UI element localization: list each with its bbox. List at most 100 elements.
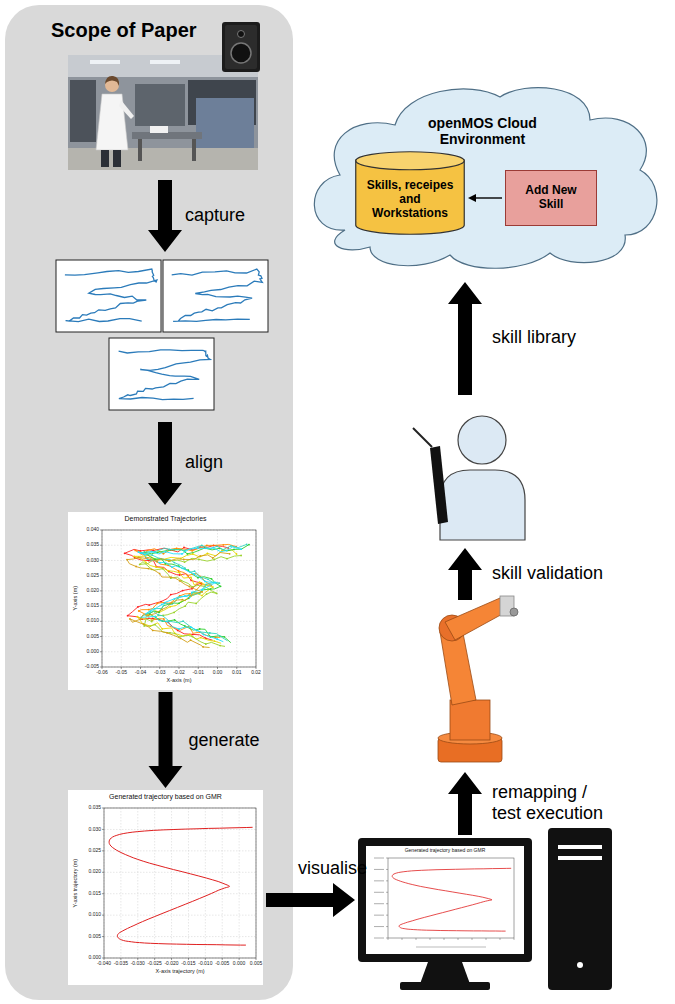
computer-tower bbox=[400, 982, 490, 990]
tick-label: 0.01 bbox=[232, 670, 242, 676]
trajectory-point bbox=[199, 555, 201, 557]
step-label: align bbox=[185, 452, 223, 473]
tick-label: 0.015 bbox=[86, 603, 99, 609]
trajectory-point bbox=[192, 636, 194, 638]
monitor-screen: Generated trajectory based on GMR bbox=[358, 838, 532, 962]
grid-line bbox=[171, 808, 172, 958]
axes-frame bbox=[388, 858, 514, 938]
trajectory-point bbox=[181, 553, 183, 555]
robot-arm bbox=[438, 596, 518, 762]
tick-label: 0.015 bbox=[88, 891, 101, 897]
trajectory-point bbox=[216, 545, 218, 547]
trajectory-point bbox=[184, 625, 186, 627]
grid-line bbox=[188, 808, 189, 958]
sensor-icon bbox=[222, 22, 260, 72]
grid-line bbox=[102, 636, 256, 637]
trajectory-point bbox=[182, 599, 184, 601]
trajectory-point bbox=[213, 547, 215, 549]
trajectory-thumbnail bbox=[56, 260, 161, 332]
tick-mark bbox=[386, 880, 388, 881]
trajectory-point bbox=[137, 616, 139, 618]
node-text: Skills, receipes and Workstations bbox=[365, 179, 455, 220]
block-arrow bbox=[448, 282, 482, 395]
trajectory-point bbox=[220, 585, 222, 587]
tick-mark bbox=[100, 636, 102, 637]
trajectory-point bbox=[206, 545, 208, 547]
tick-mark bbox=[100, 606, 102, 607]
tick-label: 0.000 bbox=[88, 955, 101, 961]
trajectory-point bbox=[138, 557, 140, 559]
trajectory-point bbox=[159, 562, 161, 564]
tick-label: 0.00 bbox=[213, 670, 223, 676]
tick-label: 0.020 bbox=[86, 588, 99, 594]
trajectory-point bbox=[127, 615, 129, 617]
tick-mark bbox=[102, 936, 104, 937]
tick-mark bbox=[374, 903, 384, 904]
trajectory-point bbox=[201, 545, 203, 547]
tick-label: 0.035 bbox=[88, 805, 101, 811]
trajectory-point bbox=[182, 590, 184, 592]
lab-photo bbox=[90, 60, 120, 64]
tick-label: -0.01 bbox=[193, 670, 204, 676]
trajectory-point bbox=[164, 563, 166, 565]
trajectory-thumbnail bbox=[163, 260, 268, 332]
trajectory-point bbox=[190, 626, 192, 628]
tick-label: 0.035 bbox=[86, 542, 99, 548]
edge-label: generate bbox=[189, 730, 260, 751]
database-cylinder: Skills, receipes and Workstations bbox=[355, 151, 465, 235]
step-label: remapping / test execution bbox=[492, 782, 617, 823]
axis-label: X-axis (m) bbox=[166, 677, 191, 683]
trajectory-point bbox=[230, 545, 232, 547]
trajectory-point bbox=[158, 614, 160, 616]
trajectory-point bbox=[159, 573, 161, 575]
trajectory-point bbox=[174, 598, 176, 600]
tick-mark bbox=[374, 938, 384, 939]
tick-mark bbox=[100, 590, 102, 591]
trajectory-point bbox=[161, 604, 163, 606]
tick-label: -0.015 bbox=[181, 961, 195, 967]
trajectory-point bbox=[182, 567, 184, 569]
grid-line bbox=[137, 808, 138, 958]
axis-label: X-axis (m) bbox=[166, 677, 191, 683]
tick-label: 0.010 bbox=[88, 912, 101, 918]
trajectory-point bbox=[161, 628, 163, 630]
trajectory-point bbox=[135, 566, 137, 568]
tick-label: -0.015 bbox=[181, 961, 195, 967]
tick-label: -0.05 bbox=[116, 670, 127, 676]
tick-label: -0.005 bbox=[85, 664, 99, 670]
person-icon bbox=[440, 470, 525, 540]
tick-mark bbox=[102, 872, 104, 873]
trajectory-point bbox=[184, 605, 186, 607]
trajectory-point bbox=[148, 568, 150, 570]
trajectory-point bbox=[179, 580, 181, 582]
trajectory-point bbox=[187, 553, 189, 555]
tick-mark bbox=[386, 858, 388, 859]
trajectory-point bbox=[201, 589, 203, 591]
tick-label: 0.020 bbox=[88, 869, 101, 875]
trajectory-point bbox=[155, 566, 157, 568]
trajectory-point bbox=[133, 555, 135, 557]
tick-label: 0.02 bbox=[251, 670, 261, 676]
trajectory-point bbox=[165, 551, 167, 553]
trajectory-point bbox=[190, 576, 192, 578]
process-box: Add New Skill bbox=[505, 170, 597, 226]
grid-line bbox=[104, 872, 256, 873]
trajectory-point bbox=[138, 610, 140, 612]
trajectory-point bbox=[240, 555, 242, 557]
person-icon bbox=[430, 446, 448, 524]
trajectory-point bbox=[134, 550, 136, 552]
step-label: skill validation bbox=[492, 563, 603, 584]
robot-arm bbox=[510, 608, 518, 616]
trajectory-point bbox=[191, 591, 193, 593]
tick-mark bbox=[102, 829, 104, 830]
trajectory-point bbox=[201, 595, 203, 597]
sensor-icon bbox=[238, 31, 245, 38]
trajectory-point bbox=[200, 584, 202, 586]
trajectory-point bbox=[199, 628, 201, 630]
axis-label: Y-axis (m) bbox=[72, 586, 78, 611]
grid-line bbox=[104, 893, 256, 894]
trajectory-point bbox=[173, 612, 175, 614]
tick-label: 0.00 bbox=[213, 670, 223, 676]
block-arrow bbox=[266, 883, 355, 917]
